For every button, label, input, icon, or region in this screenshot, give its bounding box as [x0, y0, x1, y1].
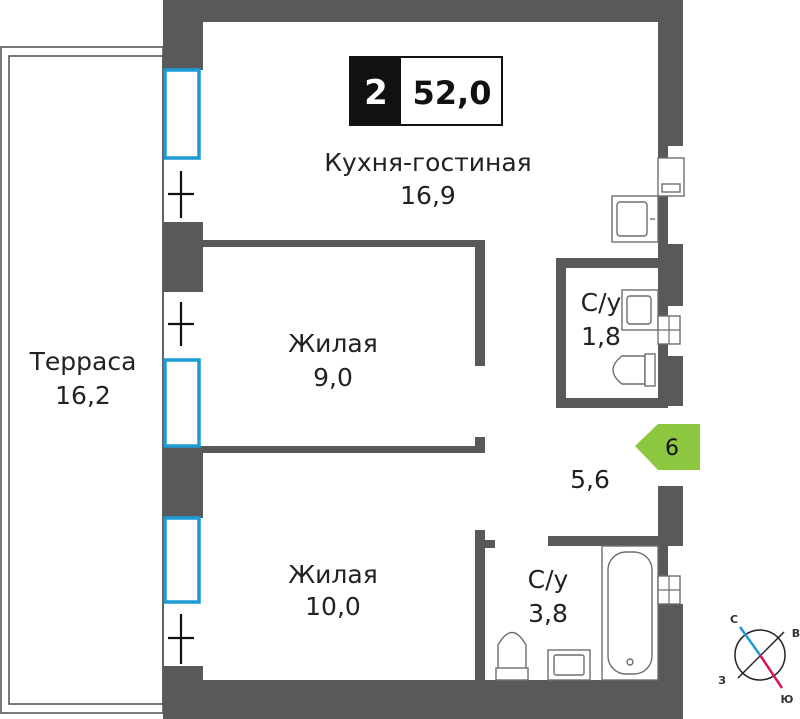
rooms-count: 2 [364, 73, 388, 113]
room-name-bath2: С/у [528, 565, 569, 594]
room-labels: Кухня-гостиная 16,9 Жилая 9,0 Жилая 10,0… [29, 148, 622, 628]
room-name-bath1: С/у [581, 288, 622, 317]
window-bedroom1 [163, 358, 201, 448]
window-kitchen [163, 68, 201, 160]
room-name-kitchen: Кухня-гостиная [324, 148, 531, 177]
entrance-number: 6 [665, 436, 679, 461]
room-area-bath1: 1,8 [581, 322, 621, 351]
window-bedroom2 [163, 516, 201, 604]
room-area-bath2: 3,8 [528, 599, 568, 628]
kitchen-fixtures [611, 157, 685, 243]
door-markers [168, 171, 194, 664]
entrance-marker: 6 [635, 424, 700, 470]
room-area-kitchen: 16,9 [400, 181, 456, 210]
room-area-bedroom1: 9,0 [313, 363, 353, 392]
room-name-bedroom1: Жилая [288, 329, 378, 358]
total-area: 52,0 [413, 74, 492, 112]
compass-east-label: В [792, 627, 800, 640]
compass-rose: С В Ю З [718, 613, 800, 706]
room-area-terrace: 16,2 [55, 381, 111, 410]
bath2-fixtures [495, 545, 681, 681]
room-area-bedroom2: 10,0 [305, 592, 361, 621]
room-name-terrace: Терраса [29, 347, 137, 376]
compass-south-label: Ю [781, 693, 794, 706]
bath1-fixtures [612, 289, 681, 387]
terrace-outline [0, 46, 164, 714]
room-area-hall: 5,6 [570, 465, 610, 494]
windows [163, 68, 201, 604]
compass-west-label: З [718, 674, 726, 687]
toilet-icon [612, 355, 646, 385]
apartment-badge: 2 52,0 [349, 56, 503, 126]
compass-north-label: С [730, 613, 738, 626]
room-name-bedroom2: Жилая [288, 560, 378, 589]
walls [163, 0, 683, 719]
